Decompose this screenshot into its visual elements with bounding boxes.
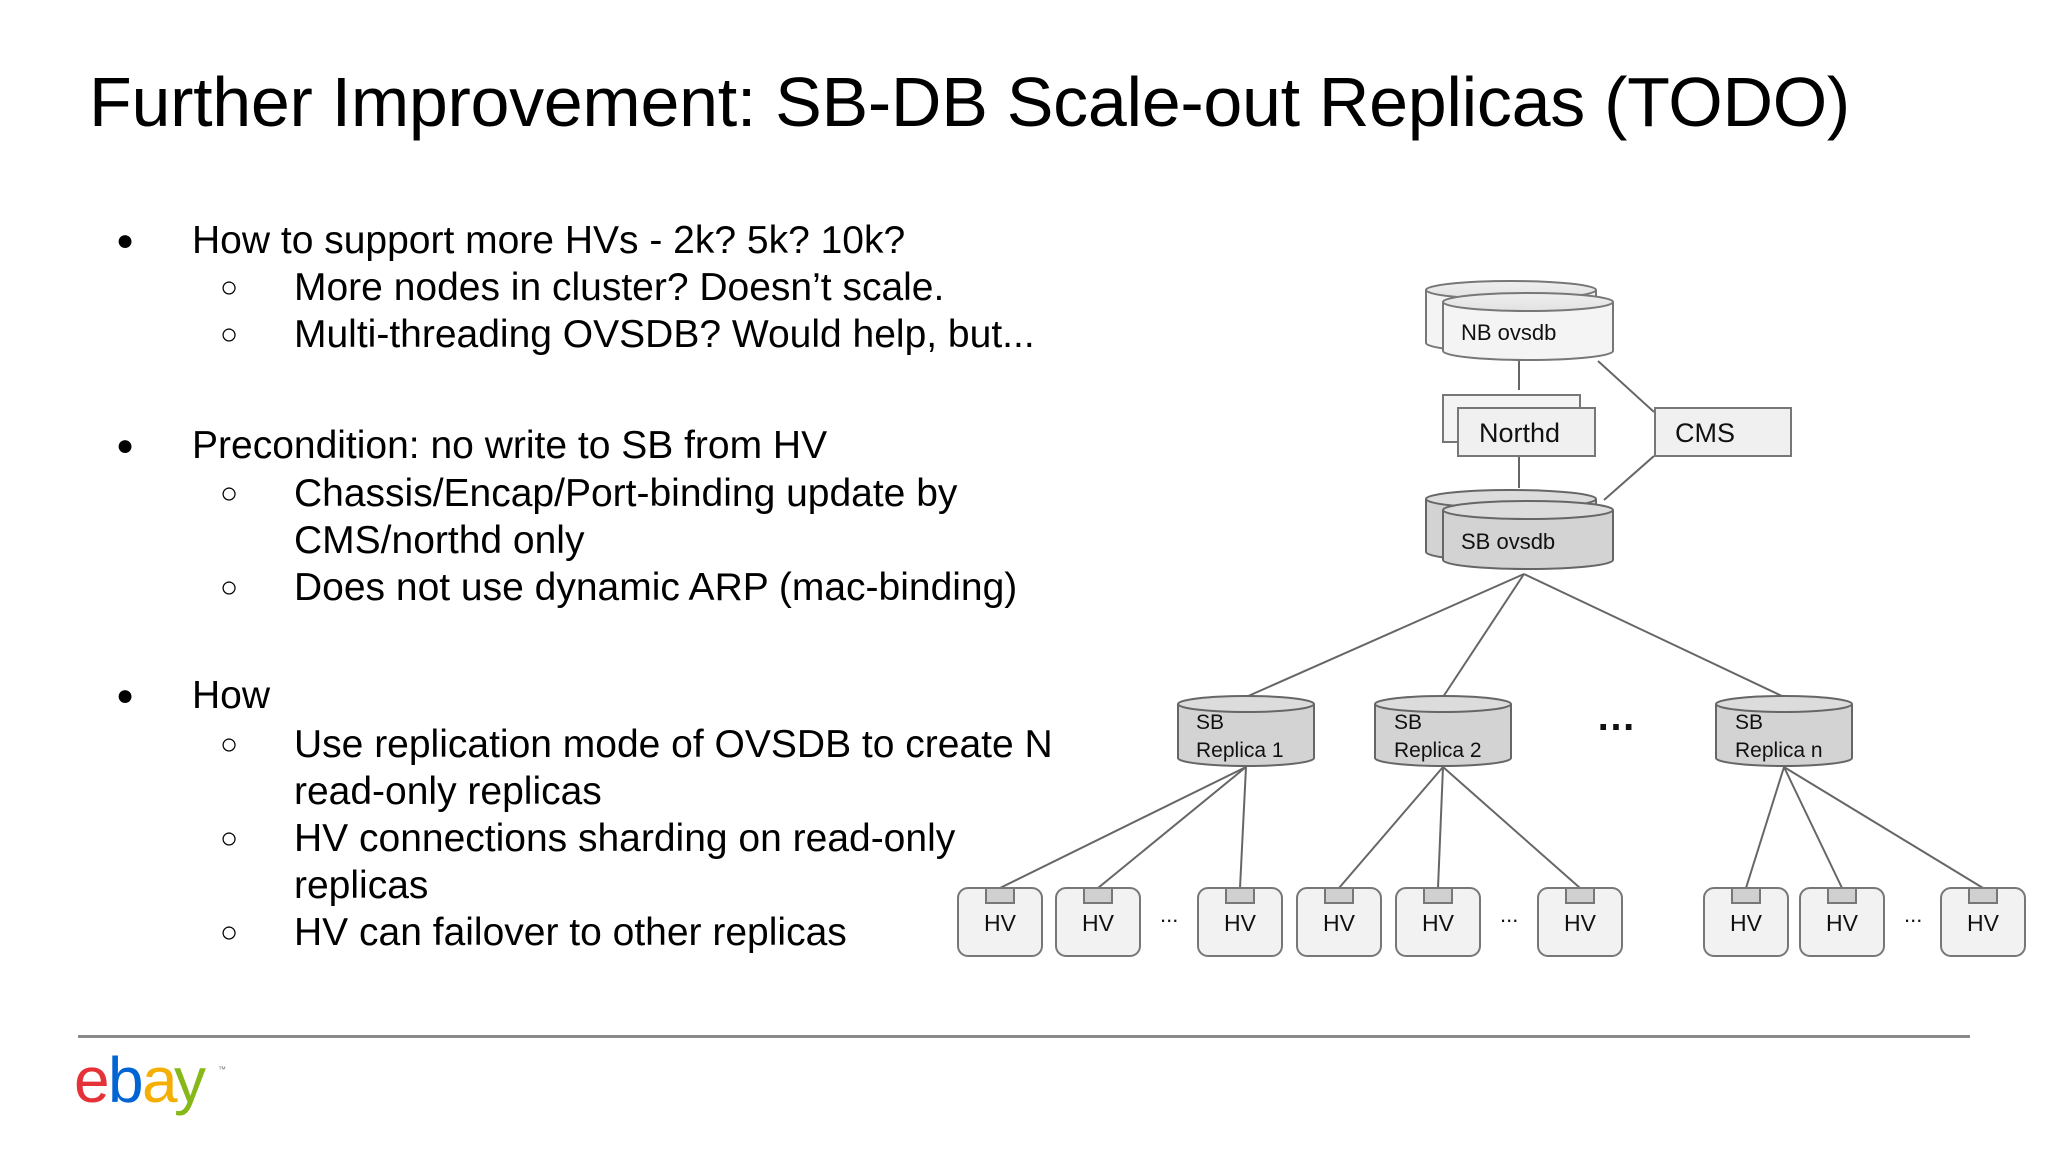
hv-port	[1324, 887, 1354, 904]
replica-n-label-line1: SB	[1735, 711, 1763, 734]
hv-port	[1423, 887, 1453, 904]
hv-node: HV	[1537, 887, 1623, 957]
hv-label: HV	[1082, 910, 1115, 936]
replica-2-label-line1: SB	[1394, 711, 1422, 734]
bullet-marker: ●	[116, 224, 135, 257]
hv-node: HV	[1395, 887, 1481, 957]
sub-bullet-1-1: More nodes in cluster? Doesn’t scale.	[294, 266, 945, 309]
logo-letter-e: e	[74, 1050, 107, 1116]
hv-node: HV	[1799, 887, 1885, 957]
replica-ellipsis: …	[1596, 695, 1636, 739]
hv-port	[1827, 887, 1857, 904]
hv-port	[1731, 887, 1761, 904]
nb-ovsdb-node: NB ovsdb	[1425, 280, 1614, 361]
replica-2-label-line2: Replica 2	[1394, 739, 1482, 762]
sub-bullet-marker: ○	[220, 318, 239, 351]
hv-label: HV	[1967, 910, 2000, 936]
replica-n-label-line2: Replica n	[1735, 739, 1823, 762]
sb-replica-1: SB Replica 1	[1177, 695, 1315, 767]
bullet-marker: ●	[116, 429, 135, 462]
cms-label: CMS	[1675, 418, 1735, 448]
sub-bullet-2-1-cont: CMS/northd only	[294, 519, 585, 562]
hv-label: HV	[1730, 910, 1763, 936]
hv-label: HV	[1564, 910, 1597, 936]
sub-bullet-marker: ○	[220, 822, 239, 855]
sb-ovsdb-label: SB ovsdb	[1461, 529, 1555, 554]
bullet-2: Precondition: no write to SB from HV	[192, 424, 828, 467]
bullet-3: How	[192, 674, 271, 717]
bullet-list: ● How to support more HVs - 2k? 5k? 10k?…	[0, 0, 1100, 1000]
sub-bullet-3-1: Use replication mode of OVSDB to create …	[294, 723, 1053, 766]
sub-bullet-marker: ○	[220, 271, 239, 304]
sub-bullet-marker: ○	[220, 571, 239, 604]
sb-replica-n: SB Replica n	[1715, 695, 1853, 767]
hv-port	[1968, 887, 1998, 904]
sub-bullet-3-1-cont: read-only replicas	[294, 770, 602, 813]
hv-nodes: HV HV HV HV HV HV HV HV HV	[957, 887, 2026, 957]
hv-port	[1083, 887, 1113, 904]
logo-trademark: ™	[218, 1065, 226, 1074]
sub-bullet-marker: ○	[220, 477, 239, 510]
hv-label: HV	[1422, 910, 1455, 936]
bullet-marker: ●	[116, 679, 135, 712]
sb-ovsdb-node: SB ovsdb	[1425, 489, 1614, 570]
hv-port	[985, 887, 1015, 904]
sub-bullet-3-2: HV connections sharding on read-only	[294, 817, 956, 860]
replica-1-label-line1: SB	[1196, 711, 1224, 734]
northd-node: Northd	[1442, 394, 1596, 457]
hv-node: HV	[1703, 887, 1789, 957]
bullet-1: How to support more HVs - 2k? 5k? 10k?	[192, 219, 906, 262]
hv-ellipsis: ...	[1160, 902, 1178, 927]
sub-bullet-marker: ○	[220, 728, 239, 761]
connector-lines	[999, 360, 1984, 889]
logo-letter-a: a	[142, 1050, 178, 1116]
footer-divider	[78, 1035, 1970, 1038]
logo-letter-y: y	[174, 1050, 206, 1116]
hv-node: HV	[1296, 887, 1382, 957]
hv-label: HV	[1323, 910, 1356, 936]
nb-ovsdb-label: NB ovsdb	[1461, 320, 1556, 345]
hv-node: HV	[957, 887, 1043, 957]
hv-label: HV	[1826, 910, 1859, 936]
replica-1-label-line2: Replica 1	[1196, 739, 1284, 762]
sub-bullet-3-3: HV can failover to other replicas	[294, 911, 847, 954]
hv-label: HV	[984, 910, 1017, 936]
hv-port	[1565, 887, 1595, 904]
hv-node: HV	[1055, 887, 1141, 957]
hv-node: HV	[1940, 887, 2026, 957]
sub-bullet-2-2: Does not use dynamic ARP (mac-binding)	[294, 566, 1018, 609]
hv-ellipsis: ...	[1500, 902, 1518, 927]
logo-letter-b: b	[108, 1050, 141, 1116]
sub-bullet-marker: ○	[220, 916, 239, 949]
hv-node: HV	[1197, 887, 1283, 957]
sub-bullet-2-1: Chassis/Encap/Port-binding update by	[294, 472, 958, 515]
sb-replica-2: SB Replica 2	[1374, 695, 1512, 767]
hv-ellipsis: ...	[1904, 902, 1922, 927]
hv-label: HV	[1224, 910, 1257, 936]
slide-title: Further Improvement: SB-DB Scale-out Rep…	[89, 63, 1850, 141]
northd-label: Northd	[1479, 418, 1560, 448]
hv-port	[1225, 887, 1255, 904]
sub-bullet-3-2-cont: replicas	[294, 864, 429, 907]
cms-node: CMS	[1654, 407, 1792, 457]
ebay-logo: e b a y ™	[74, 1050, 226, 1116]
sub-bullet-1-2: Multi-threading OVSDB? Would help, but..…	[294, 313, 1035, 356]
